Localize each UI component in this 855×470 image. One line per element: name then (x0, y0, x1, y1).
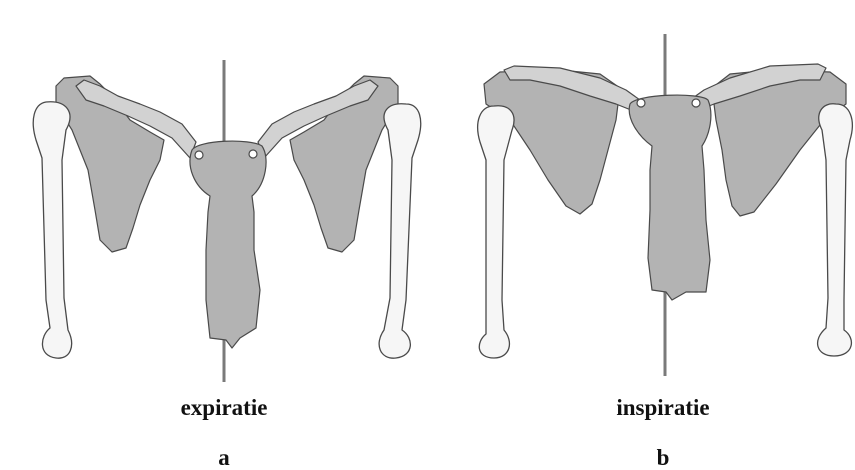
panel-b-letter: b (657, 446, 670, 469)
panel-a-right-humerus (379, 104, 421, 358)
panel-a-sternum (190, 141, 266, 348)
panel-a-right-sc-joint (249, 150, 257, 158)
panel-b-left-sc-joint (637, 99, 645, 107)
panel-b-caption: inspiratie (616, 396, 709, 419)
panel-b-left-humerus (478, 106, 514, 358)
panel-a-letter: a (218, 446, 230, 469)
panel-b-sternum (629, 95, 711, 300)
panel-b-drawing (478, 34, 853, 376)
panel-a-left-humerus (33, 102, 71, 358)
panel-b-right-sc-joint (692, 99, 700, 107)
panel-b-right-humerus (818, 104, 853, 356)
panel-a-left-sc-joint (195, 151, 203, 159)
panel-a-drawing (33, 60, 420, 382)
panel-a-caption: expiratie (181, 396, 268, 419)
